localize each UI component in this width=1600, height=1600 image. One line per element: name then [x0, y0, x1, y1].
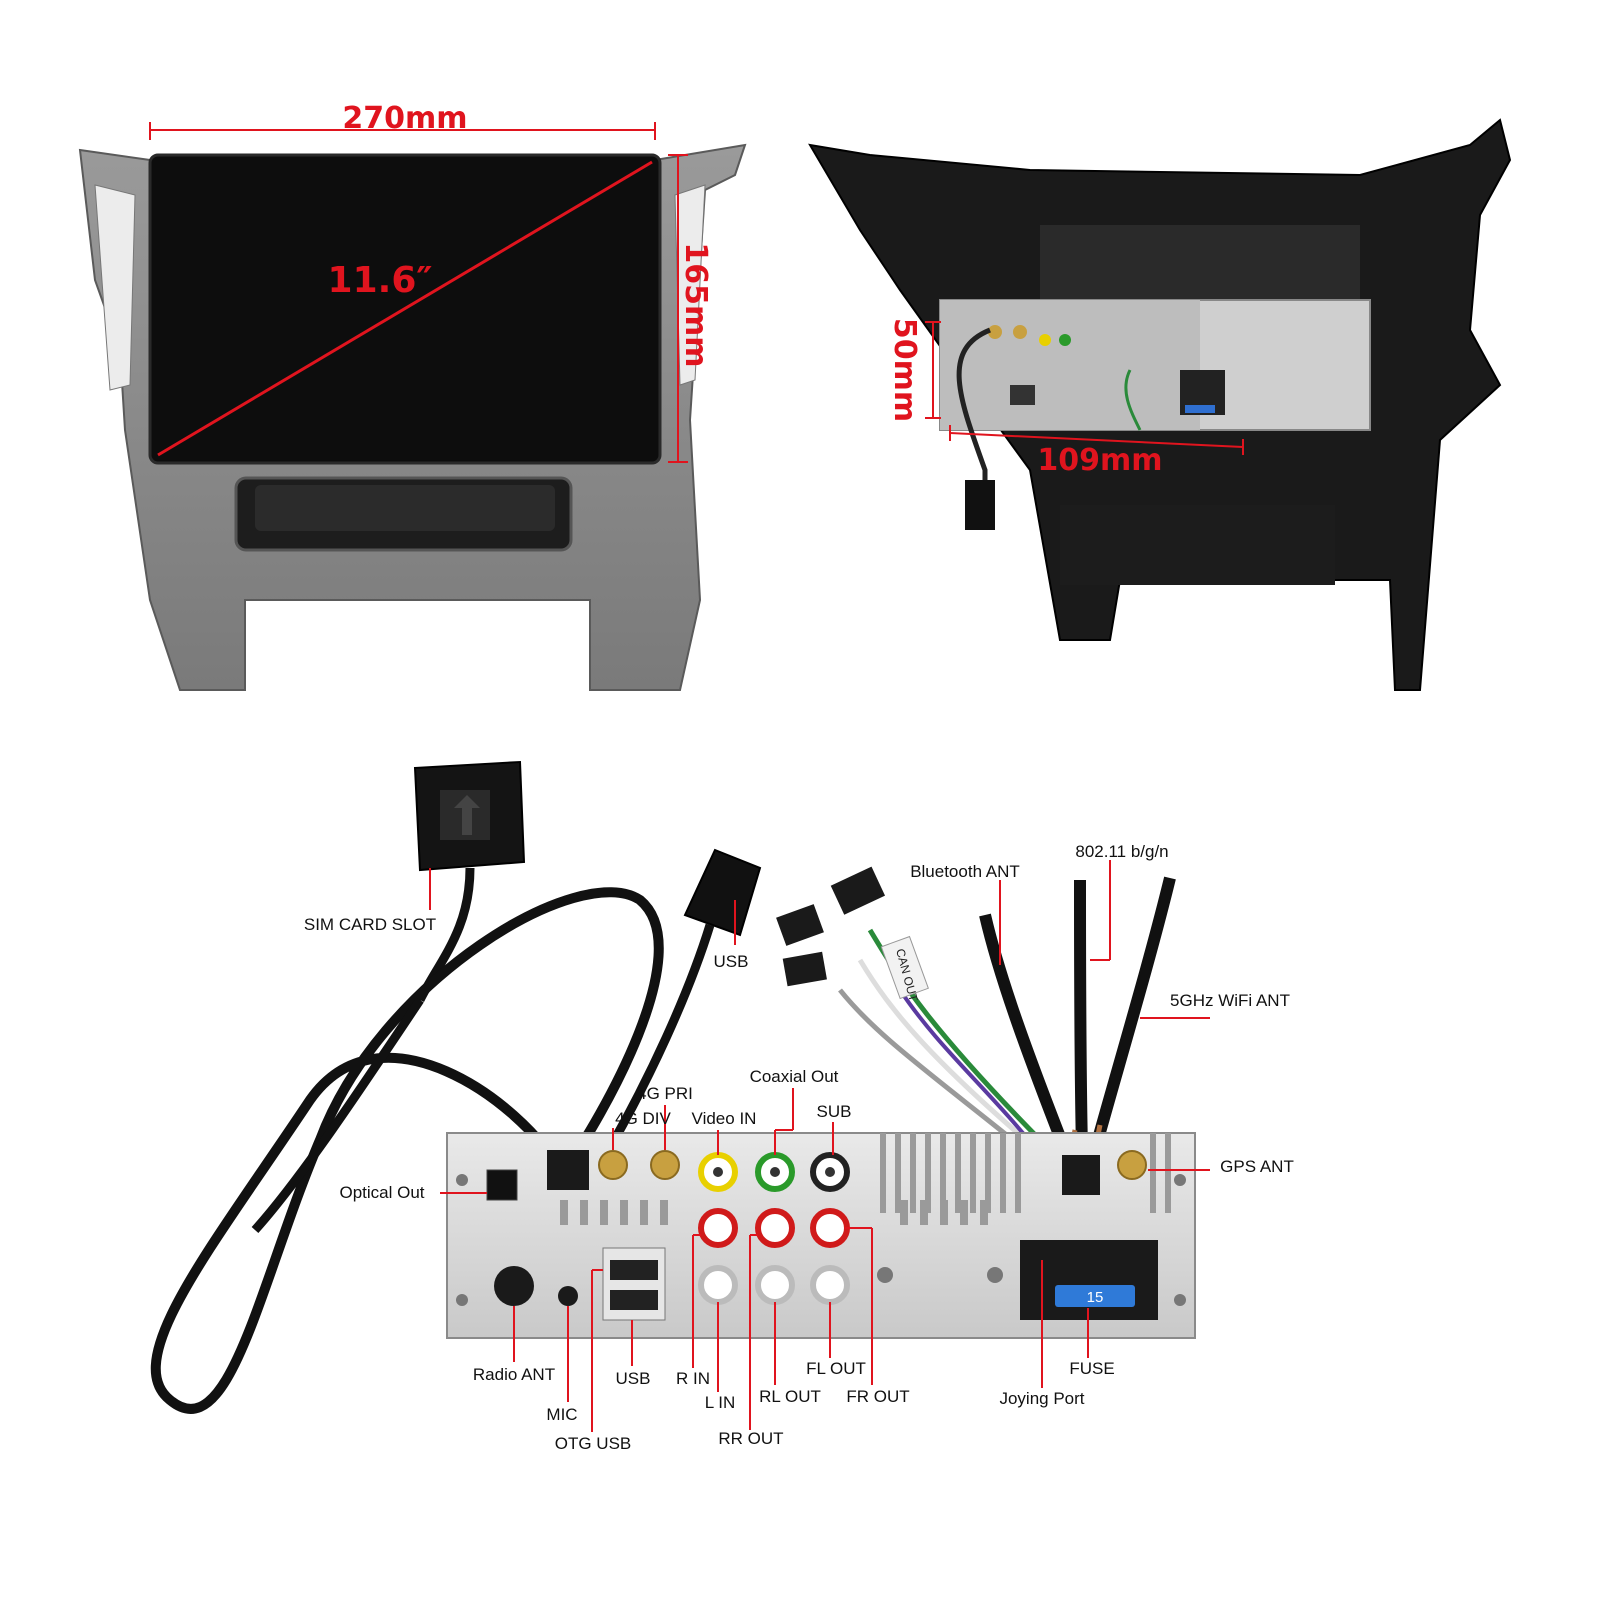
label-radio-ant: Radio ANT	[473, 1365, 555, 1384]
rear-panel	[940, 300, 1200, 430]
sim-card-module	[413, 760, 526, 1003]
diagonal-dimension-line	[157, 160, 653, 457]
label-4g-div: 4G DIV	[615, 1109, 671, 1128]
rr-out-jack	[755, 1208, 795, 1248]
label-mic: MIC	[546, 1405, 577, 1424]
rear-rca-green	[1059, 334, 1071, 346]
rear-antenna-port-2	[1013, 325, 1027, 339]
fl-out-jack	[810, 1265, 850, 1305]
gps-port	[1117, 1150, 1147, 1180]
label-sub: SUB	[817, 1102, 852, 1121]
front-view: 270mm 165mm 11.6″	[78, 101, 747, 691]
label-fl-out: FL OUT	[806, 1359, 866, 1378]
label-bluetooth-ant: Bluetooth ANT	[910, 862, 1020, 881]
4g-pri-port	[650, 1150, 680, 1180]
label-fuse: FUSE	[1069, 1359, 1114, 1378]
label-fr-out: FR OUT	[846, 1387, 909, 1406]
4g-div-port	[598, 1150, 628, 1180]
label-5ghz-wifi-ant: 5GHz WiFi ANT	[1170, 991, 1290, 1010]
label-rr-out: RR OUT	[718, 1429, 783, 1448]
label-usb-cable: USB	[714, 952, 749, 971]
label-otg-usb: OTG USB	[555, 1434, 632, 1453]
optical-port	[486, 1169, 518, 1201]
head-unit-rear-panel: 15	[446, 1132, 1196, 1339]
rear-fuse	[1185, 405, 1215, 413]
main-loop-cable	[150, 887, 664, 1414]
unit-depth-label: 109mm	[1037, 443, 1162, 478]
label-gps-ant: GPS ANT	[1220, 1157, 1294, 1176]
cubby-inner	[255, 485, 555, 531]
sim-cable-lower	[251, 997, 424, 1234]
rear-antenna-port	[988, 325, 1002, 339]
rear-rca-yellow	[1039, 334, 1051, 346]
label-sim-card-slot: SIM CARD SLOT	[304, 915, 436, 934]
r-in-jack	[698, 1208, 738, 1248]
label-joying-port: Joying Port	[999, 1389, 1084, 1408]
radio-ant-port	[494, 1266, 534, 1306]
label-rl-out: RL OUT	[759, 1387, 821, 1406]
rear-usb	[1010, 385, 1035, 405]
rear-wire-green	[1124, 369, 1142, 431]
rear-cable	[956, 327, 991, 510]
antenna-harness-socket	[1062, 1155, 1100, 1195]
right-vent	[674, 184, 706, 386]
label-coaxial-out: Coaxial Out	[750, 1067, 839, 1086]
antenna-leads	[979, 876, 1176, 1181]
label-r-in: R IN	[676, 1369, 710, 1388]
rear-usb-plug	[965, 480, 995, 530]
rear-lower-box	[1060, 505, 1335, 585]
label-usb-port: USB	[616, 1369, 651, 1388]
depth-line	[949, 432, 1244, 448]
left-vent	[94, 184, 136, 391]
sim-port	[547, 1150, 589, 1190]
rear-view: 50mm 109mm	[808, 118, 1512, 691]
usb-cable-plug	[683, 848, 762, 937]
label-l-in: L IN	[705, 1393, 736, 1412]
label-4g-pri: 4G PRI	[637, 1084, 693, 1103]
sim-cable	[415, 867, 475, 1003]
diagonal-dimension-label: 11.6″	[328, 260, 433, 301]
l-in-jack	[698, 1265, 738, 1305]
height-dimension-label: 165mm	[678, 242, 713, 367]
fr-out-jack	[810, 1208, 850, 1248]
width-dimension-label: 270mm	[342, 101, 467, 136]
wiring-diagram: CAN OUT	[150, 760, 1294, 1453]
fuse-value: 15	[1087, 1289, 1104, 1306]
rl-out-jack	[755, 1265, 795, 1305]
fuse-block	[1055, 1285, 1135, 1307]
unit-height-label: 50mm	[887, 318, 922, 422]
label-optical-out: Optical Out	[339, 1183, 424, 1202]
label-video-in: Video IN	[692, 1109, 757, 1128]
label-wifi-80211: 802.11 b/g/n	[1075, 842, 1168, 861]
leader-lines	[429, 860, 1210, 1432]
mic-port	[558, 1286, 578, 1306]
